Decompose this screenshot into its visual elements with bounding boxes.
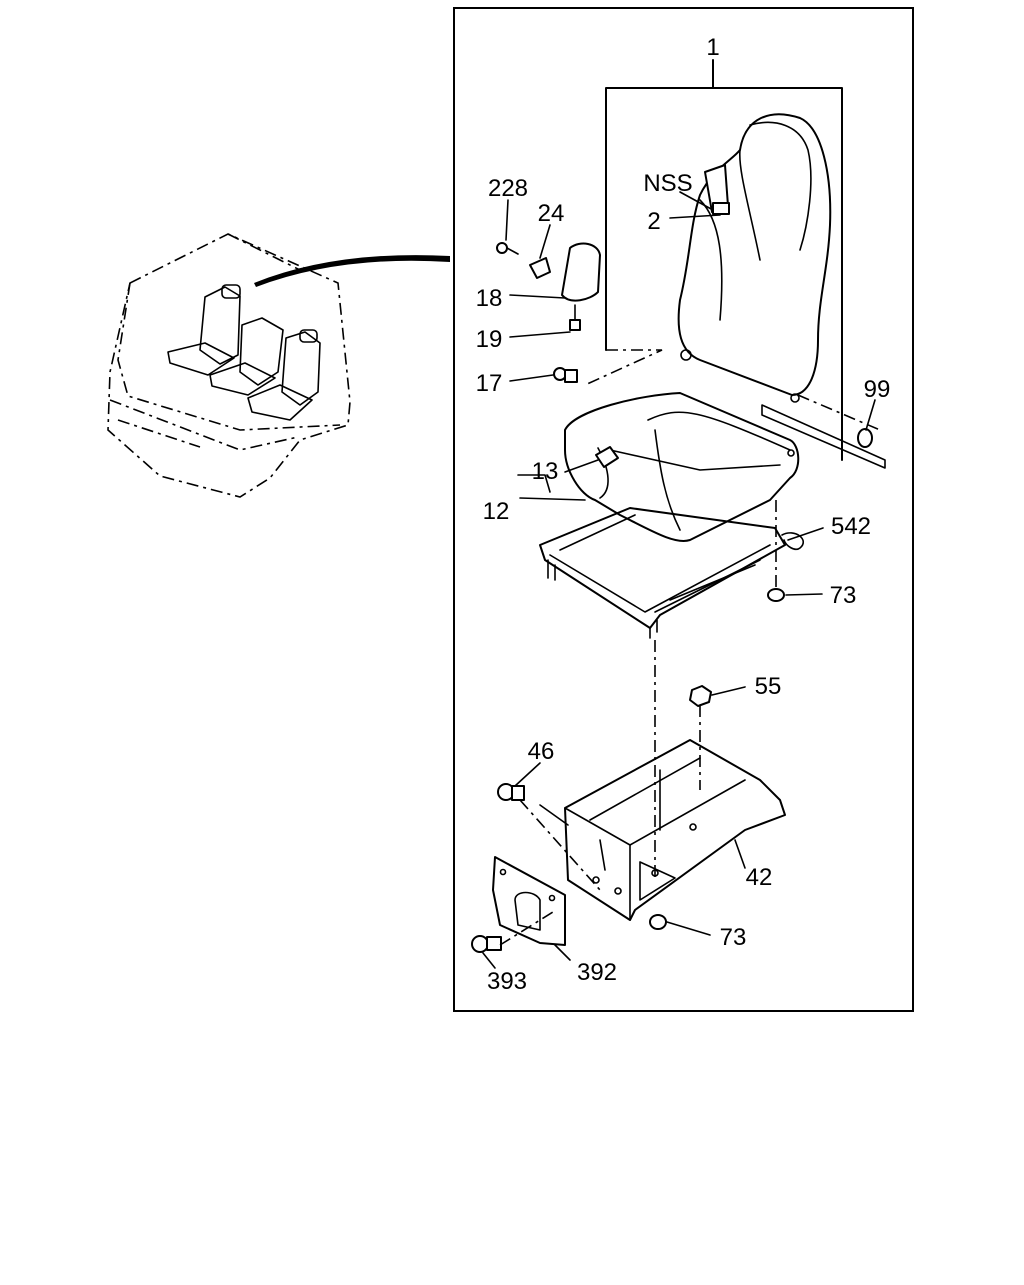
leader-lines [482, 191, 876, 969]
callout-42: 42 [746, 864, 773, 891]
callout-17: 17 [476, 370, 503, 397]
callout-99: 99 [864, 376, 891, 403]
seat-base-riser [539, 739, 786, 921]
callout-392: 392 [577, 959, 617, 986]
callout-12: 12 [483, 498, 510, 525]
centerlines [499, 394, 886, 946]
callout-2: 2 [647, 208, 660, 235]
callout-73-lower: 73 [720, 924, 747, 951]
callout-393: 393 [487, 968, 527, 995]
seat-cushion [564, 392, 800, 542]
callout-18: 18 [476, 285, 503, 312]
callout-46: 46 [528, 738, 555, 765]
callout-nss: NSS [643, 170, 692, 197]
seat-back [677, 113, 832, 403]
callout-13: 13 [532, 458, 559, 485]
callout-228: 228 [488, 175, 528, 202]
callout-1: 1 [706, 34, 719, 61]
callout-542: 542 [831, 513, 871, 540]
callout-73-upper: 73 [830, 582, 857, 609]
callout-19: 19 [476, 326, 503, 353]
cab-overview-illustration [107, 233, 450, 498]
seat-rail-frame [539, 507, 805, 639]
detail-frame [453, 7, 914, 1012]
callout-24: 24 [538, 200, 565, 227]
callout-labels: 1 NSS 2 228 24 18 19 17 99 13 12 542 73 … [476, 34, 891, 995]
seat-assembly-bracket [584, 59, 843, 461]
callout-55: 55 [755, 673, 782, 700]
cover-plate [492, 856, 566, 946]
small-parts [471, 242, 873, 953]
